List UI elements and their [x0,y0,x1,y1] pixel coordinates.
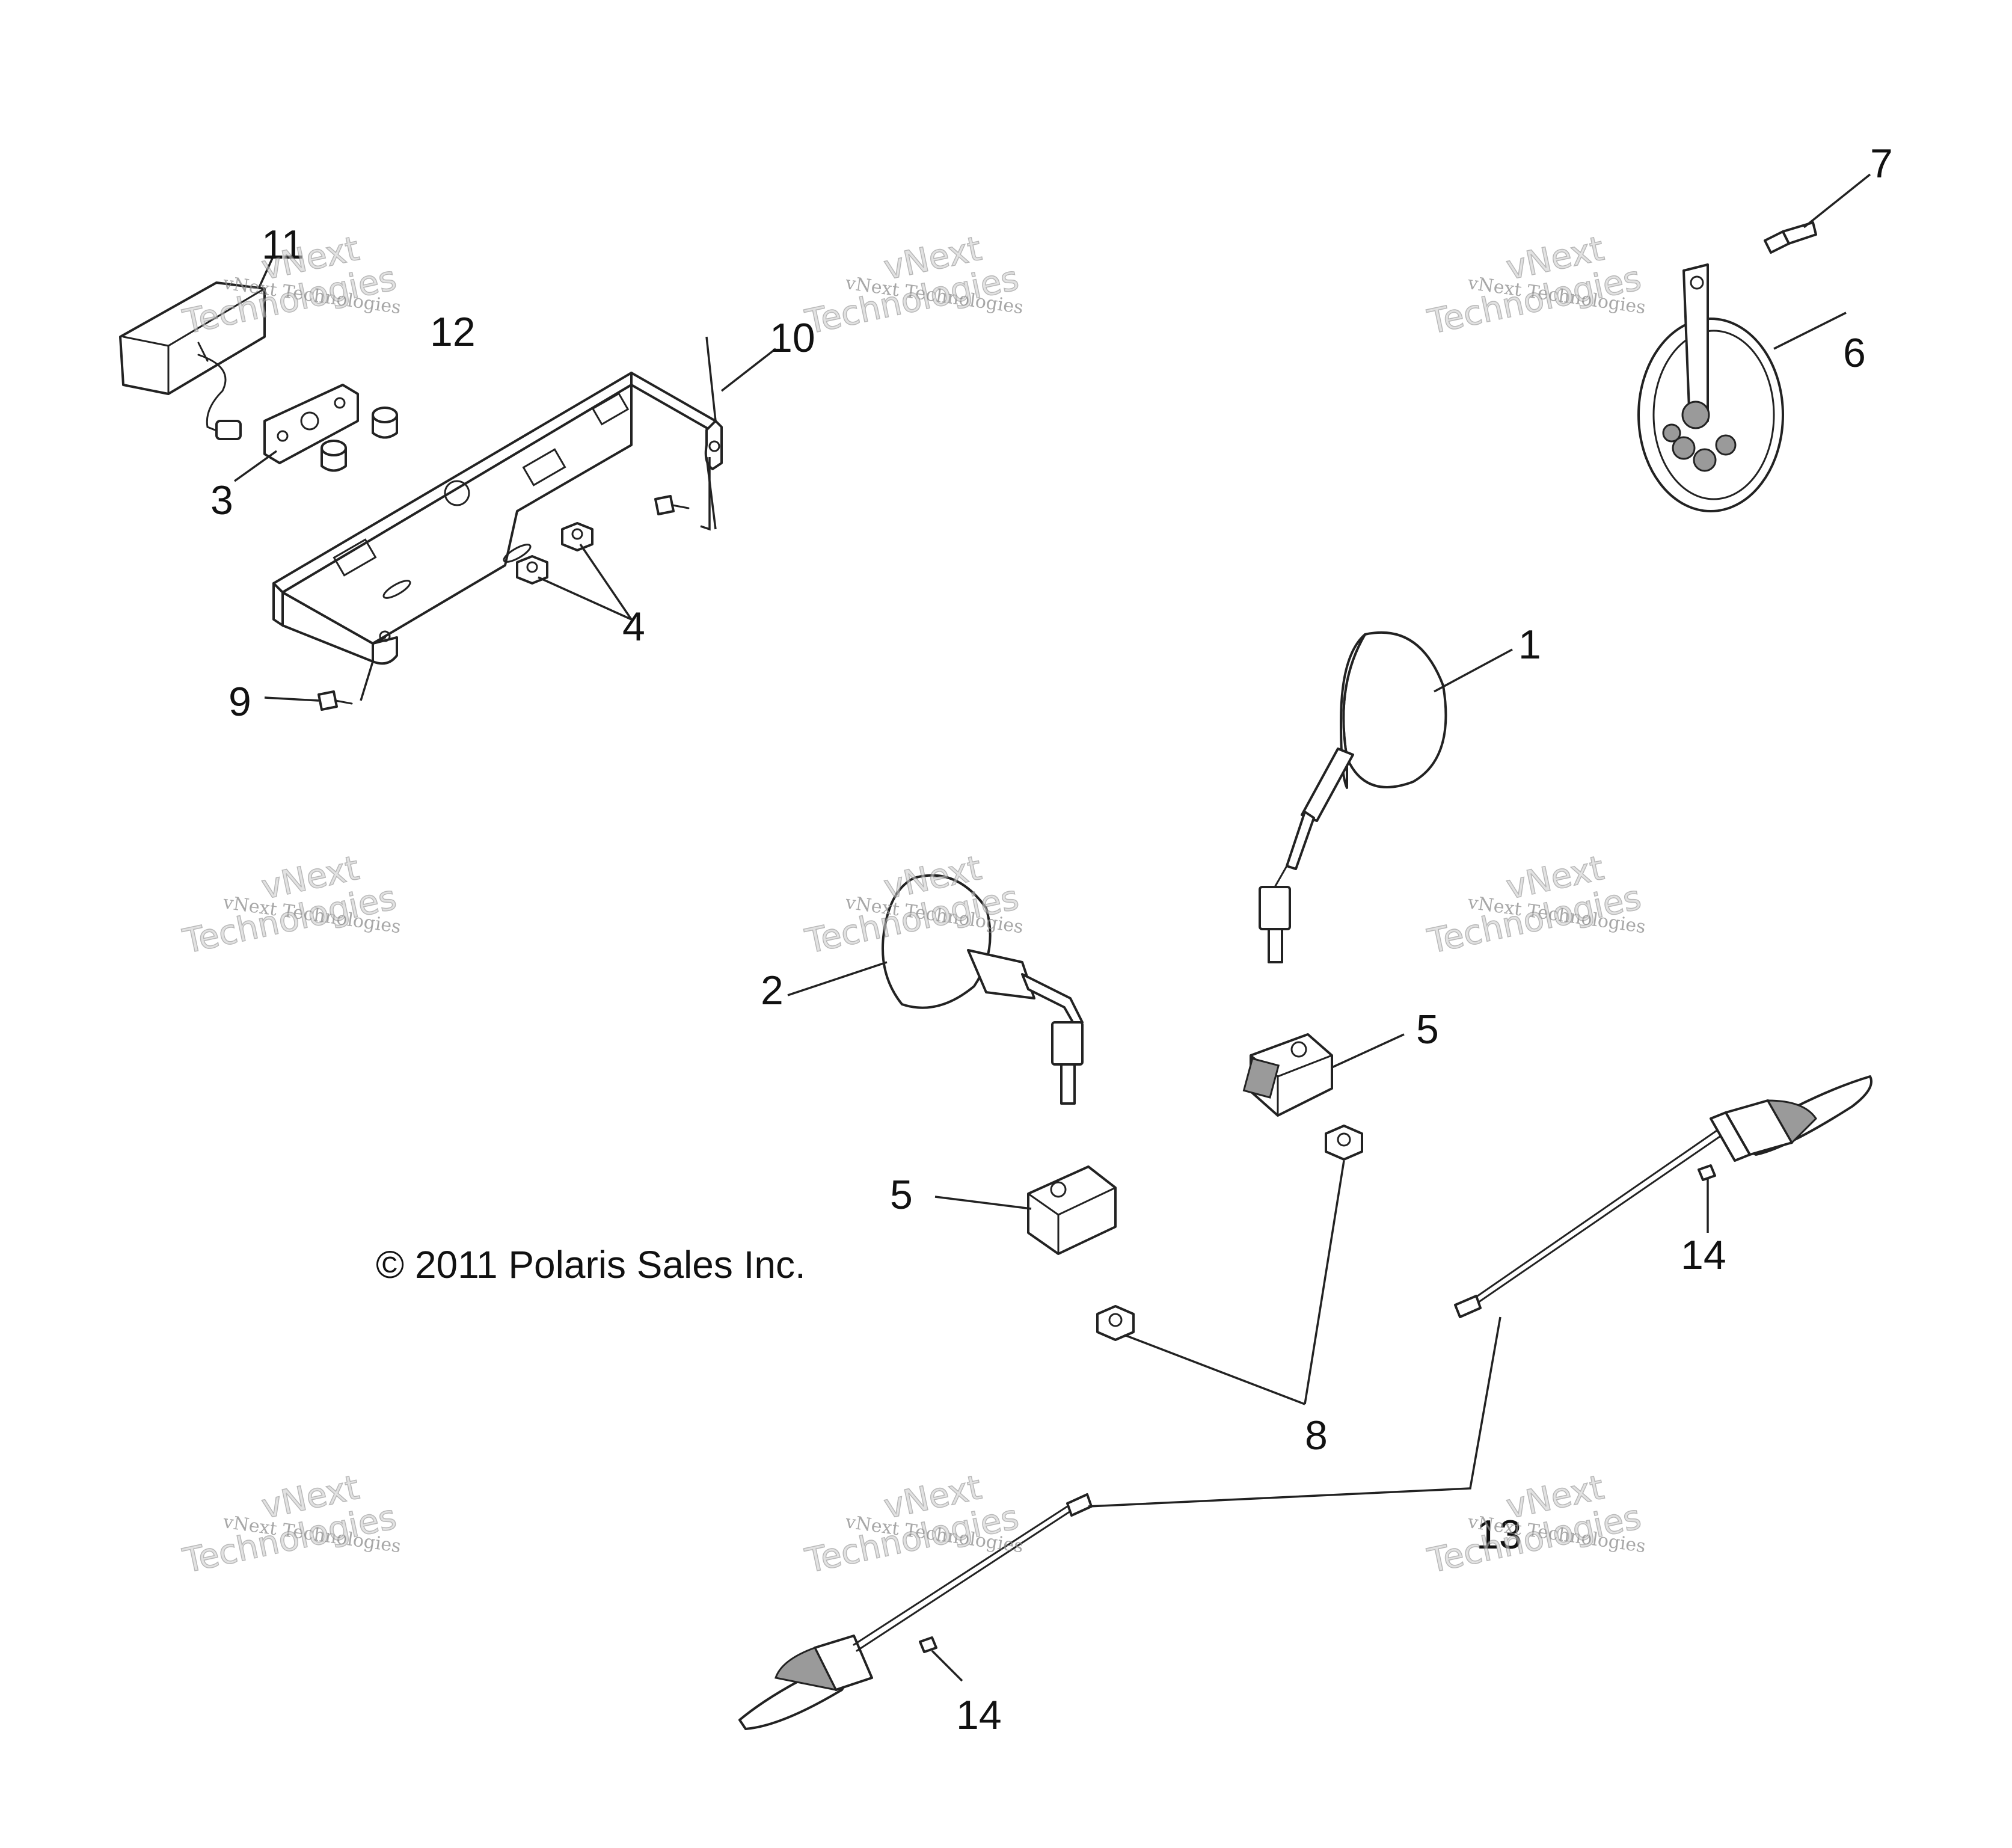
leader-lines [233,173,1871,1682]
callout-14-right: 14 [1681,1232,1726,1278]
bolt-parts [317,495,690,711]
callout-11: 11 [262,222,304,268]
copyright-notice: © 2011 Polaris Sales Inc. [376,1243,806,1286]
callout-12: 12 [430,309,476,355]
watermark: vNext vNext Technologies Technologies [1424,229,1647,342]
license-plate-bracket-part [263,384,359,464]
callout-7: 7 [1870,141,1893,186]
watermark: vNext vNext Technologies Technologies [802,848,1025,962]
left-mirror-part [882,874,1084,1105]
mirror-clamp-part-left [1027,1165,1117,1255]
right-mirror-part [1259,631,1447,963]
callout-14-left: 14 [956,1692,1002,1738]
horn-part [1637,263,1784,512]
spacer-parts [321,407,398,472]
turn-signal-part-left [738,1493,1093,1730]
callout-10: 10 [770,315,815,361]
watermark: vNext vNext Technologies Technologies [179,1467,402,1581]
mirror-nut-parts [1096,1125,1363,1341]
callout-4: 4 [622,604,645,649]
mounting-bracket-part [272,372,723,665]
callout-2: 2 [761,968,784,1013]
watermark: vNext vNext Technologies Technologies [1424,848,1647,962]
watermark: vNext vNext Technologies Technologies [1424,1467,1647,1581]
callout-6: 6 [1843,330,1866,376]
callout-3: 3 [210,477,233,523]
callout-9: 9 [228,679,251,725]
callout-labels: 1 2 3 4 5 5 6 7 8 9 10 11 12 13 14 14 [210,141,1893,1738]
callout-1: 1 [1518,622,1541,668]
callout-5-right: 5 [1416,1007,1439,1052]
callout-13: 13 [1476,1512,1522,1558]
turn-signal-part-right [1454,1075,1872,1318]
watermarks: vNext vNext Technologies Technologies vN… [179,229,1647,1581]
nut-parts [516,522,593,585]
watermark: vNext vNext Technologies Technologies [802,229,1025,342]
horn-bolt-part [1764,221,1817,254]
callout-8: 8 [1305,1413,1328,1458]
mirror-clamp-part-right [1242,1033,1333,1117]
tail-light-part [119,281,266,440]
screw-parts [919,1164,1716,1653]
callout-5-left: 5 [890,1172,913,1218]
watermark: vNext vNext Technologies Technologies [179,848,402,962]
